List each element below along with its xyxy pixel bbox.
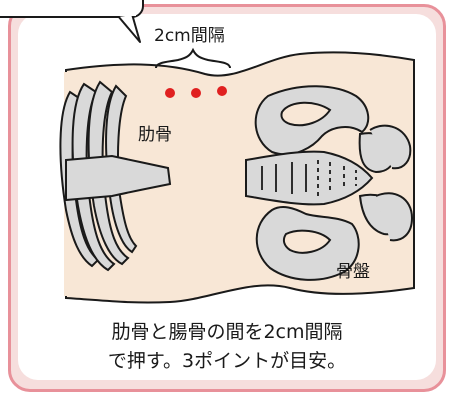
press-point-2 [191, 88, 201, 98]
spacing-label: 2cm間隔 [154, 26, 225, 46]
speech-bubble-tail [118, 14, 140, 42]
ribs-label: 肋骨 [138, 125, 172, 145]
spacing-bracket [156, 50, 230, 68]
press-point-3 [217, 86, 227, 96]
speech-bubble-tail-cover [116, 10, 136, 16]
caption-line-2: で押す。3ポイントが目安。 [0, 347, 454, 375]
caption-line-1: 肋骨と腸骨の間を2cm間隔 [0, 318, 454, 346]
press-point-1 [165, 88, 175, 98]
pelvis-label: 骨盤 [336, 262, 370, 282]
